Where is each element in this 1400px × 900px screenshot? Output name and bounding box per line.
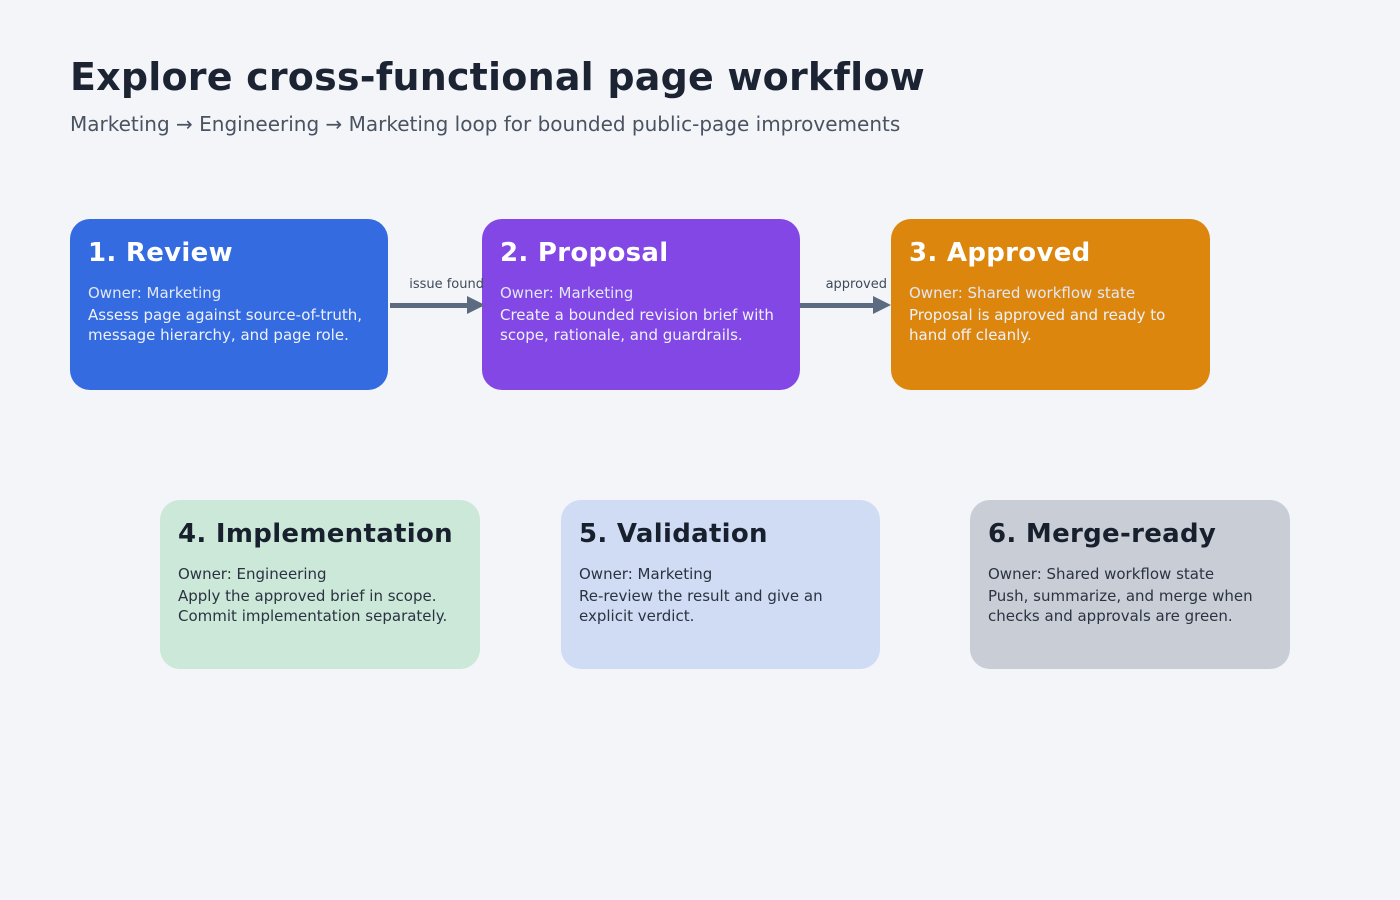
card-step-title: 4. Implementation <box>178 519 453 549</box>
page-title: Explore cross-functional page workflow <box>70 55 925 99</box>
card-description: Push, summarize, and merge when checks a… <box>988 586 1253 626</box>
card-step-title: 3. Approved <box>909 238 1091 268</box>
card-owner: Owner: Shared workflow state <box>909 283 1136 302</box>
card-merge-ready: 6. Merge-ready Owner: Shared workflow st… <box>970 500 1290 669</box>
card-owner: Owner: Engineering <box>178 564 327 583</box>
card-owner: Owner: Marketing <box>500 283 634 302</box>
arrow-label-issue-found: issue found <box>409 277 484 292</box>
card-description: Apply the approved brief in scope. Commi… <box>178 586 448 626</box>
card-implementation: 4. Implementation Owner: Engineering App… <box>160 500 480 669</box>
card-description: Assess page against source-of-truth, mes… <box>88 305 363 345</box>
card-approved: 3. Approved Owner: Shared workflow state… <box>891 219 1210 390</box>
card-step-title: 2. Proposal <box>500 238 669 268</box>
card-owner: Owner: Marketing <box>88 283 222 302</box>
card-owner: Owner: Shared workflow state <box>988 564 1215 583</box>
card-step-title: 6. Merge-ready <box>988 519 1217 549</box>
card-description: Create a bounded revision brief with sco… <box>500 305 774 345</box>
arrow-head-icon <box>467 296 485 314</box>
card-proposal: 2. Proposal Owner: Marketing Create a bo… <box>482 219 800 390</box>
page-subtitle: Marketing → Engineering → Marketing loop… <box>70 112 901 136</box>
card-review: 1. Review Owner: Marketing Assess page a… <box>70 219 388 390</box>
arrow-label-approved: approved <box>825 277 887 292</box>
arrow-head-icon <box>873 296 891 314</box>
arrow-shaft-icon <box>800 303 873 308</box>
card-description: Re-review the result and give an explici… <box>579 586 823 626</box>
card-validation: 5. Validation Owner: Marketing Re-review… <box>561 500 880 669</box>
card-description: Proposal is approved and ready to hand o… <box>909 305 1166 345</box>
card-owner: Owner: Marketing <box>579 564 713 583</box>
card-step-title: 5. Validation <box>579 519 768 549</box>
arrow-shaft-icon <box>390 303 467 308</box>
card-step-title: 1. Review <box>88 238 233 268</box>
